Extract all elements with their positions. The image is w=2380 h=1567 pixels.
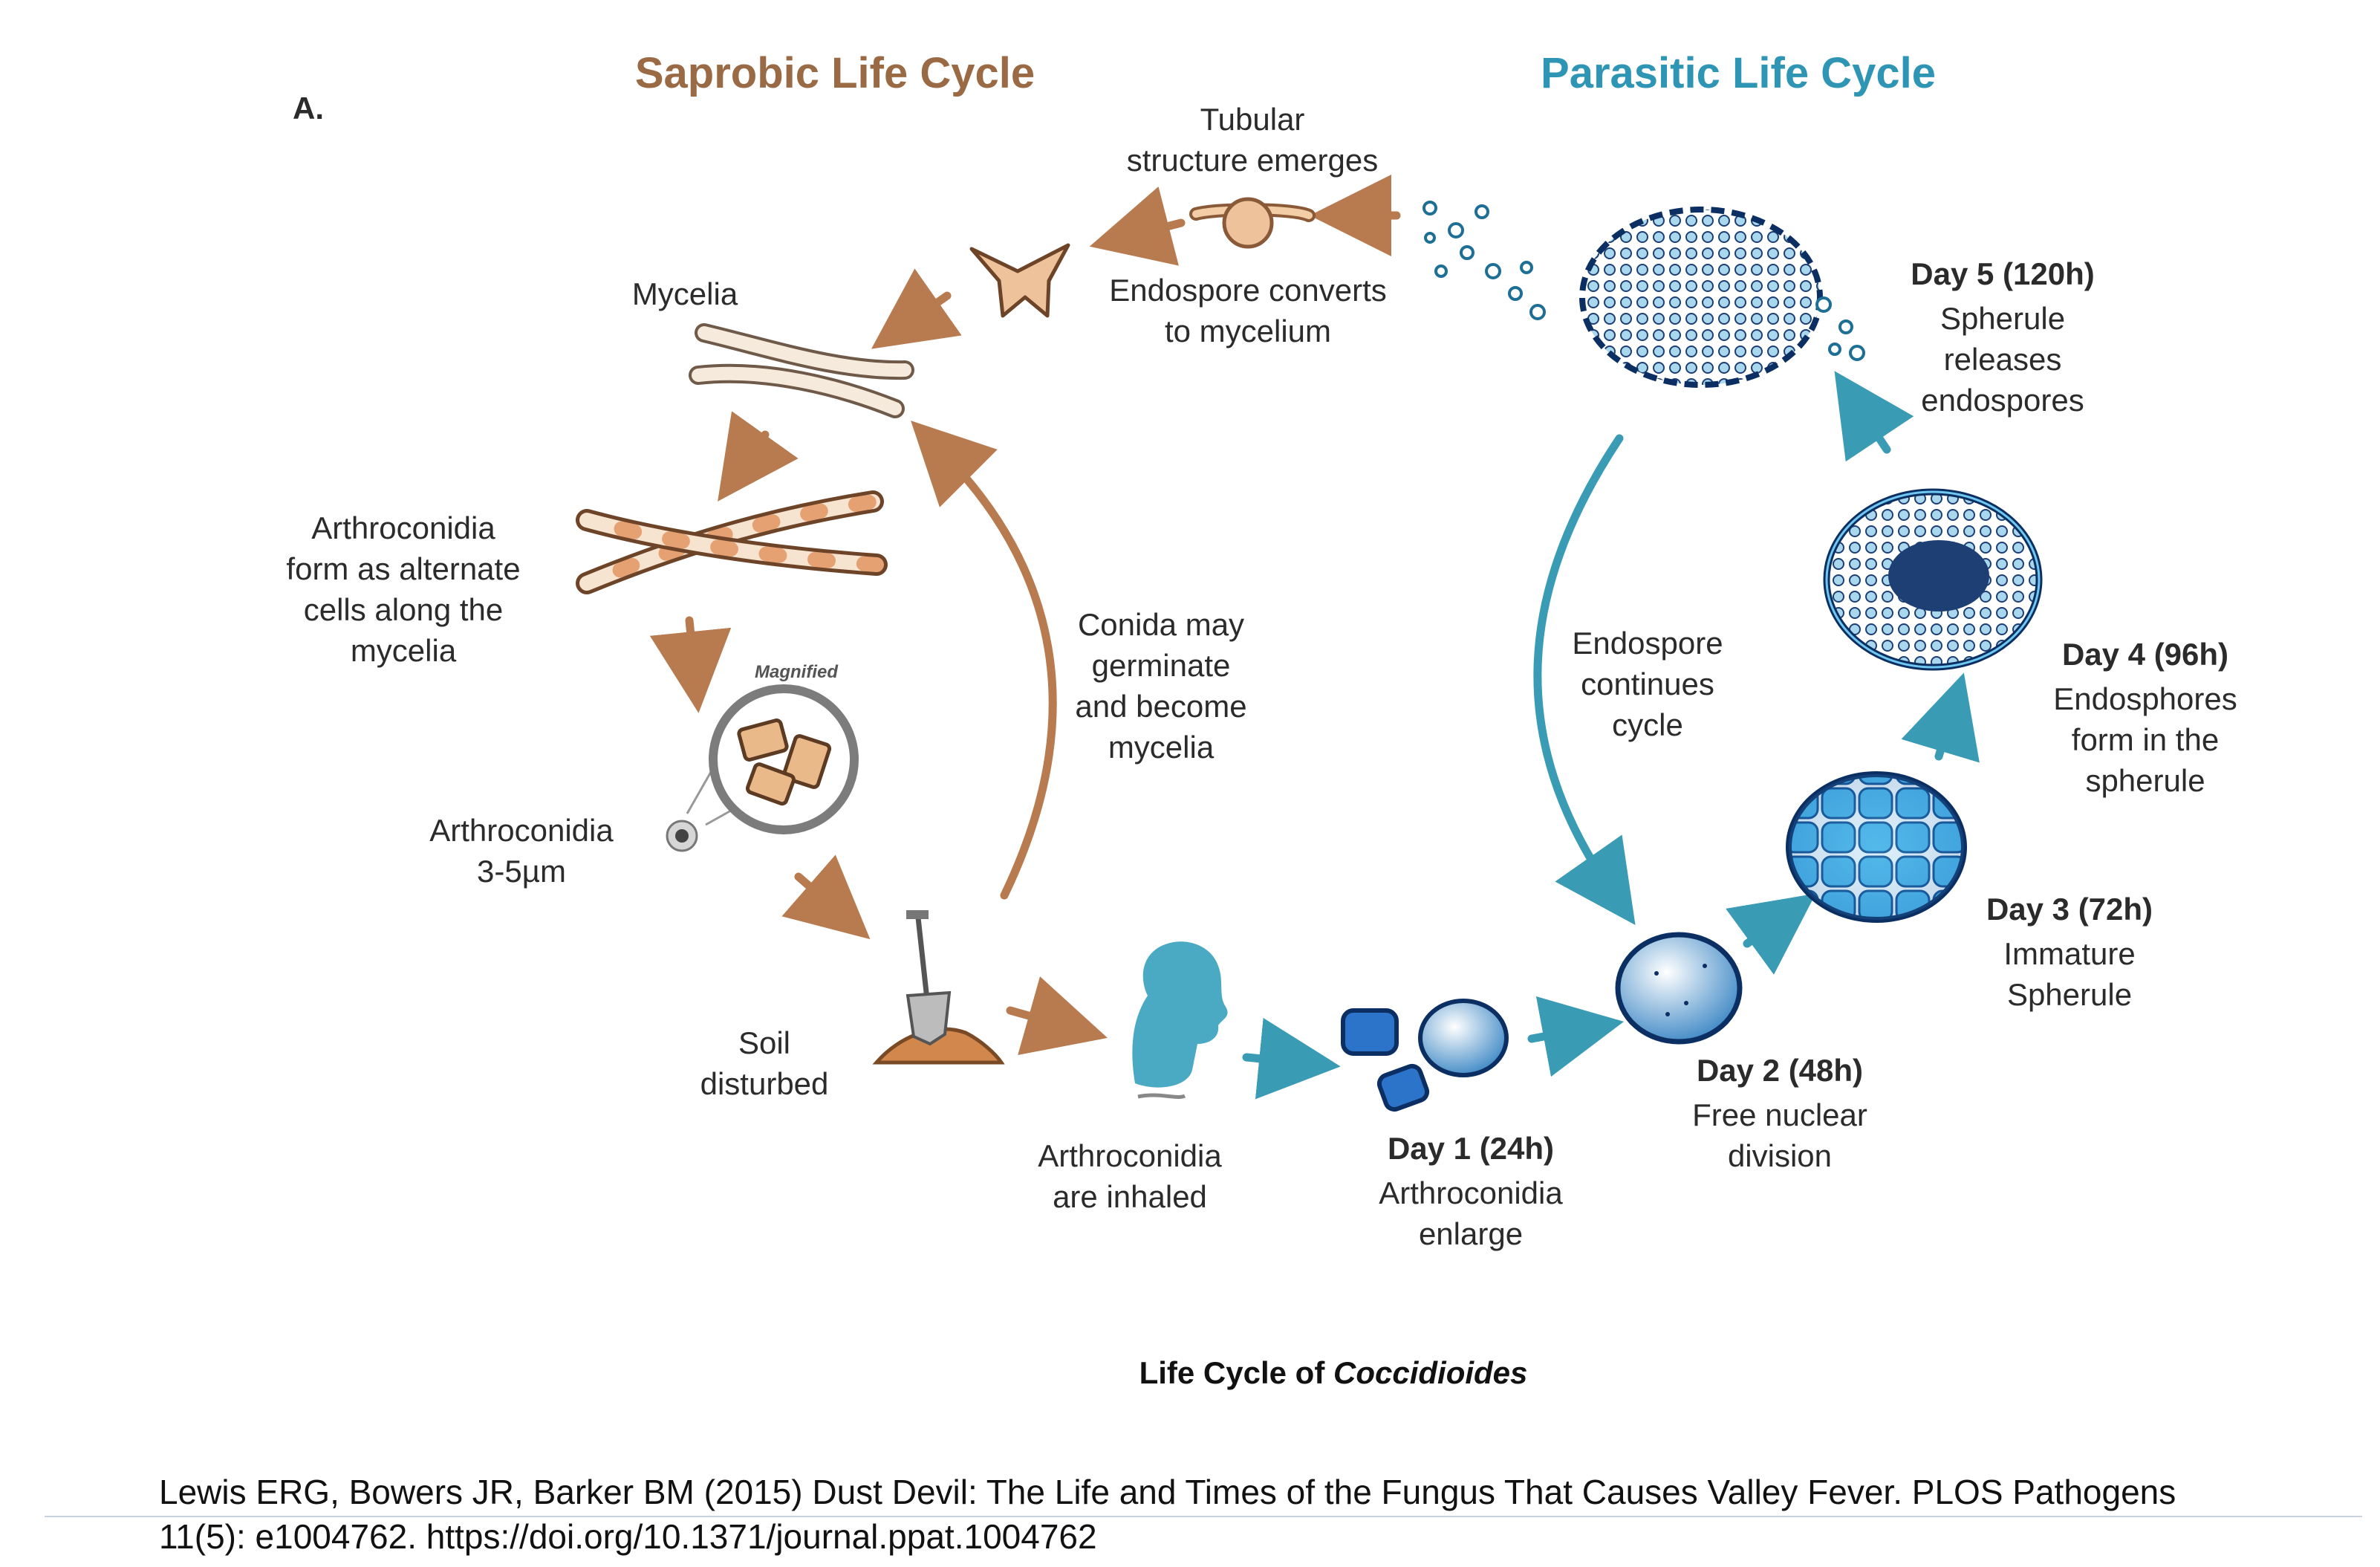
svg-text:Arthroconidia: Arthroconidia xyxy=(1379,1175,1563,1210)
day2-spherule-icon xyxy=(1615,932,1743,1045)
svg-text:3-5µm: 3-5µm xyxy=(477,854,566,889)
label-day3: Day 3 (72h) Immature Spherule xyxy=(1986,892,2153,1012)
svg-text:Day 3 (72h): Day 3 (72h) xyxy=(1986,892,2153,927)
label-conidia-germinate: Conida may germinate and become mycelia xyxy=(1075,607,1246,765)
citation-text: Lewis ERG, Bowers JR, Barker BM (2015) D… xyxy=(159,1473,2176,1556)
svg-text:Immature: Immature xyxy=(2003,936,2135,971)
svg-text:continues: continues xyxy=(1581,666,1714,701)
arrow-day2-to-day3 xyxy=(1726,893,1816,975)
arrow-converts-to-mycelia xyxy=(871,268,962,349)
diagram-title: Life Cycle of Coccidioides xyxy=(1139,1355,1528,1390)
svg-text:form in the: form in the xyxy=(2072,722,2219,757)
label-mycelia: Mycelia xyxy=(632,276,738,311)
label-day2: Day 2 (48h) Free nuclear division xyxy=(1692,1053,1867,1173)
svg-text:spherule: spherule xyxy=(2085,763,2205,798)
svg-text:Conida may: Conida may xyxy=(1078,607,1244,642)
arrow-day3-to-day4 xyxy=(1901,672,1980,763)
arrow-magnified-to-soil xyxy=(781,854,871,940)
svg-text:cells along the: cells along the xyxy=(304,592,504,627)
arrow-day1-to-day2 xyxy=(1527,996,1625,1077)
svg-text:endospores: endospores xyxy=(1921,383,2084,418)
human-inhaling-icon xyxy=(1132,941,1228,1099)
panel-letter: A. xyxy=(293,91,324,126)
label-arthroconidia-form: Arthroconidia form as alternate cells al… xyxy=(286,510,520,668)
day1-enlarging-cells-icon xyxy=(1341,999,1509,1112)
parasitic-arrows xyxy=(1242,371,1980,1100)
arrow-inhaled-to-day1 xyxy=(1242,1017,1341,1100)
converting-endospore-icon xyxy=(969,243,1070,318)
svg-text:cycle: cycle xyxy=(1612,707,1683,742)
svg-text:structure emerges: structure emerges xyxy=(1127,143,1378,178)
arrow-arthro-to-magnified xyxy=(649,616,732,713)
svg-text:Arthroconidia: Arthroconidia xyxy=(1038,1138,1222,1173)
arrow-day4-to-day5 xyxy=(1834,371,1914,462)
label-day4: Day 4 (96h) Endosphores form in the sphe… xyxy=(2053,637,2237,798)
label-day5: Day 5 (120h) Spherule releases endospore… xyxy=(1911,256,2094,418)
magnified-label: Magnified xyxy=(755,662,839,682)
divider-line xyxy=(45,1516,2362,1517)
released-endospores xyxy=(1423,201,1865,361)
label-day1: Day 1 (24h) Arthroconidia enlarge xyxy=(1379,1131,1563,1251)
arthroconidia-chain-icon xyxy=(576,490,888,594)
svg-text:Tubular: Tubular xyxy=(1200,102,1305,137)
svg-text:are inhaled: are inhaled xyxy=(1053,1179,1207,1214)
svg-text:mycelia: mycelia xyxy=(351,633,457,668)
svg-text:germinate: germinate xyxy=(1092,648,1231,683)
svg-text:Day 2 (48h): Day 2 (48h) xyxy=(1697,1053,1863,1088)
mycelia-icon xyxy=(689,323,914,418)
svg-text:disturbed: disturbed xyxy=(700,1066,829,1101)
svg-text:releases: releases xyxy=(1944,342,2062,377)
svg-text:Arthroconidia: Arthroconidia xyxy=(311,510,495,545)
arrow-tubular-to-converts xyxy=(1089,186,1186,266)
arrow-mycelia-to-arthro xyxy=(718,411,799,502)
svg-text:form as alternate: form as alternate xyxy=(286,551,520,586)
svg-text:Free nuclear: Free nuclear xyxy=(1692,1097,1867,1132)
arrow-endospore-continues xyxy=(1533,434,1636,926)
svg-text:Endospore: Endospore xyxy=(1572,626,1723,661)
svg-text:and become: and become xyxy=(1075,689,1246,724)
svg-text:to mycelium: to mycelium xyxy=(1165,314,1331,348)
svg-text:Spherule: Spherule xyxy=(1940,301,2065,336)
svg-text:Day 5 (120h): Day 5 (120h) xyxy=(1911,256,2094,291)
day3-spherule-icon xyxy=(1786,771,1967,923)
label-soil-disturbed: Soil disturbed xyxy=(700,1025,829,1101)
soil-shovel-icon xyxy=(872,910,1005,1065)
svg-text:Day 1 (24h): Day 1 (24h) xyxy=(1388,1131,1554,1166)
arrow-soil-to-inhaled xyxy=(1006,976,1108,1056)
svg-text:Day 4 (96h): Day 4 (96h) xyxy=(2062,637,2228,672)
svg-text:mycelia: mycelia xyxy=(1108,730,1215,765)
saprobic-arrows xyxy=(649,175,1401,1056)
svg-text:division: division xyxy=(1728,1138,1832,1173)
svg-text:Arthroconidia: Arthroconidia xyxy=(429,813,614,848)
magnified-arthroconidia-icon: Magnified xyxy=(666,662,859,852)
label-arthroconidia-inhaled: Arthroconidia are inhaled xyxy=(1038,1138,1222,1214)
arrow-conidia-germinate xyxy=(911,421,1057,900)
saprobic-header: Saprobic Life Cycle xyxy=(635,49,1035,97)
svg-text:Soil: Soil xyxy=(738,1025,790,1060)
tubular-structure-icon xyxy=(1189,197,1316,249)
day5-spherule-icon xyxy=(1423,201,1865,388)
svg-text:Endospore converts: Endospore converts xyxy=(1109,273,1387,308)
label-tubular: Tubular structure emerges xyxy=(1127,102,1378,178)
label-arthroconidia-size: Arthroconidia 3-5µm xyxy=(429,813,614,889)
svg-text:Endosphores: Endosphores xyxy=(2053,681,2237,716)
svg-text:Spherule: Spherule xyxy=(2007,977,2132,1012)
parasitic-header: Parasitic Life Cycle xyxy=(1541,49,1936,97)
day4-spherule-icon xyxy=(1823,488,2043,671)
svg-text:enlarge: enlarge xyxy=(1419,1216,1523,1251)
label-endospore-converts: Endospore converts to mycelium xyxy=(1109,273,1387,348)
label-endospore-continues: Endospore continues cycle xyxy=(1572,626,1723,742)
